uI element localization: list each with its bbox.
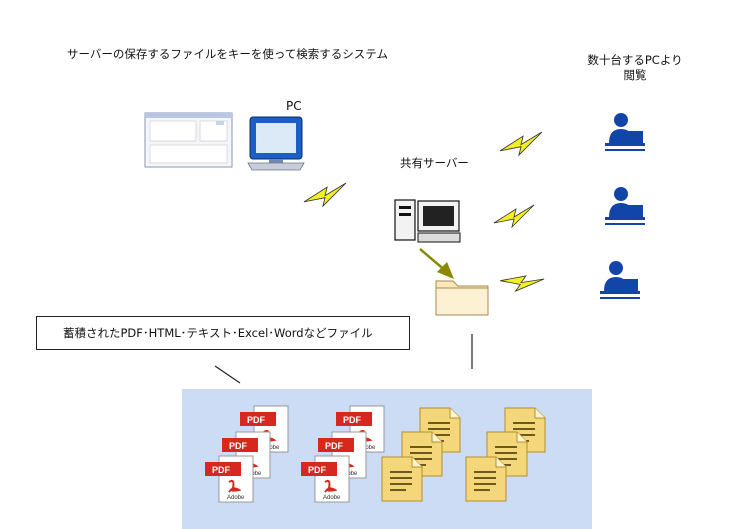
- pc-label: PC: [286, 99, 302, 113]
- pdf-document-icon: [204, 455, 254, 503]
- text-document-icon: [381, 456, 423, 502]
- text-document-icon: [465, 456, 507, 502]
- lightning-bolt-icon: [303, 182, 347, 207]
- lightning-bolt-icon: [499, 131, 543, 156]
- server-workstation-icon: [394, 199, 461, 243]
- folder-icon: [435, 280, 489, 316]
- diagram-title: サーバーの保存するファイルをキーを使って検索するシステム: [67, 47, 388, 61]
- file-callout-box: 蓄積されたPDF･HTML･テキスト･Excel･Wordなどファイル: [36, 316, 410, 350]
- app-screenshot-thumbnail: [144, 112, 233, 168]
- lightning-bolt-icon: [498, 263, 545, 300]
- client-person-icon: [605, 113, 645, 151]
- file-callout-text: 蓄積されたPDF･HTML･テキスト･Excel･Wordなどファイル: [63, 326, 373, 340]
- clients-label: 数十台するPCより閲覧: [587, 53, 683, 82]
- server-to-folder-arrow: [419, 248, 454, 279]
- client-person-icon: [605, 187, 645, 225]
- pdf-document-icon: [300, 455, 350, 503]
- server-label: 共有サーバー: [400, 156, 469, 170]
- lightning-bolt-icon: [493, 204, 535, 228]
- client-person-icon: [600, 261, 640, 299]
- pc-monitor-icon: [247, 116, 305, 171]
- callout-connector-line: [214, 365, 241, 384]
